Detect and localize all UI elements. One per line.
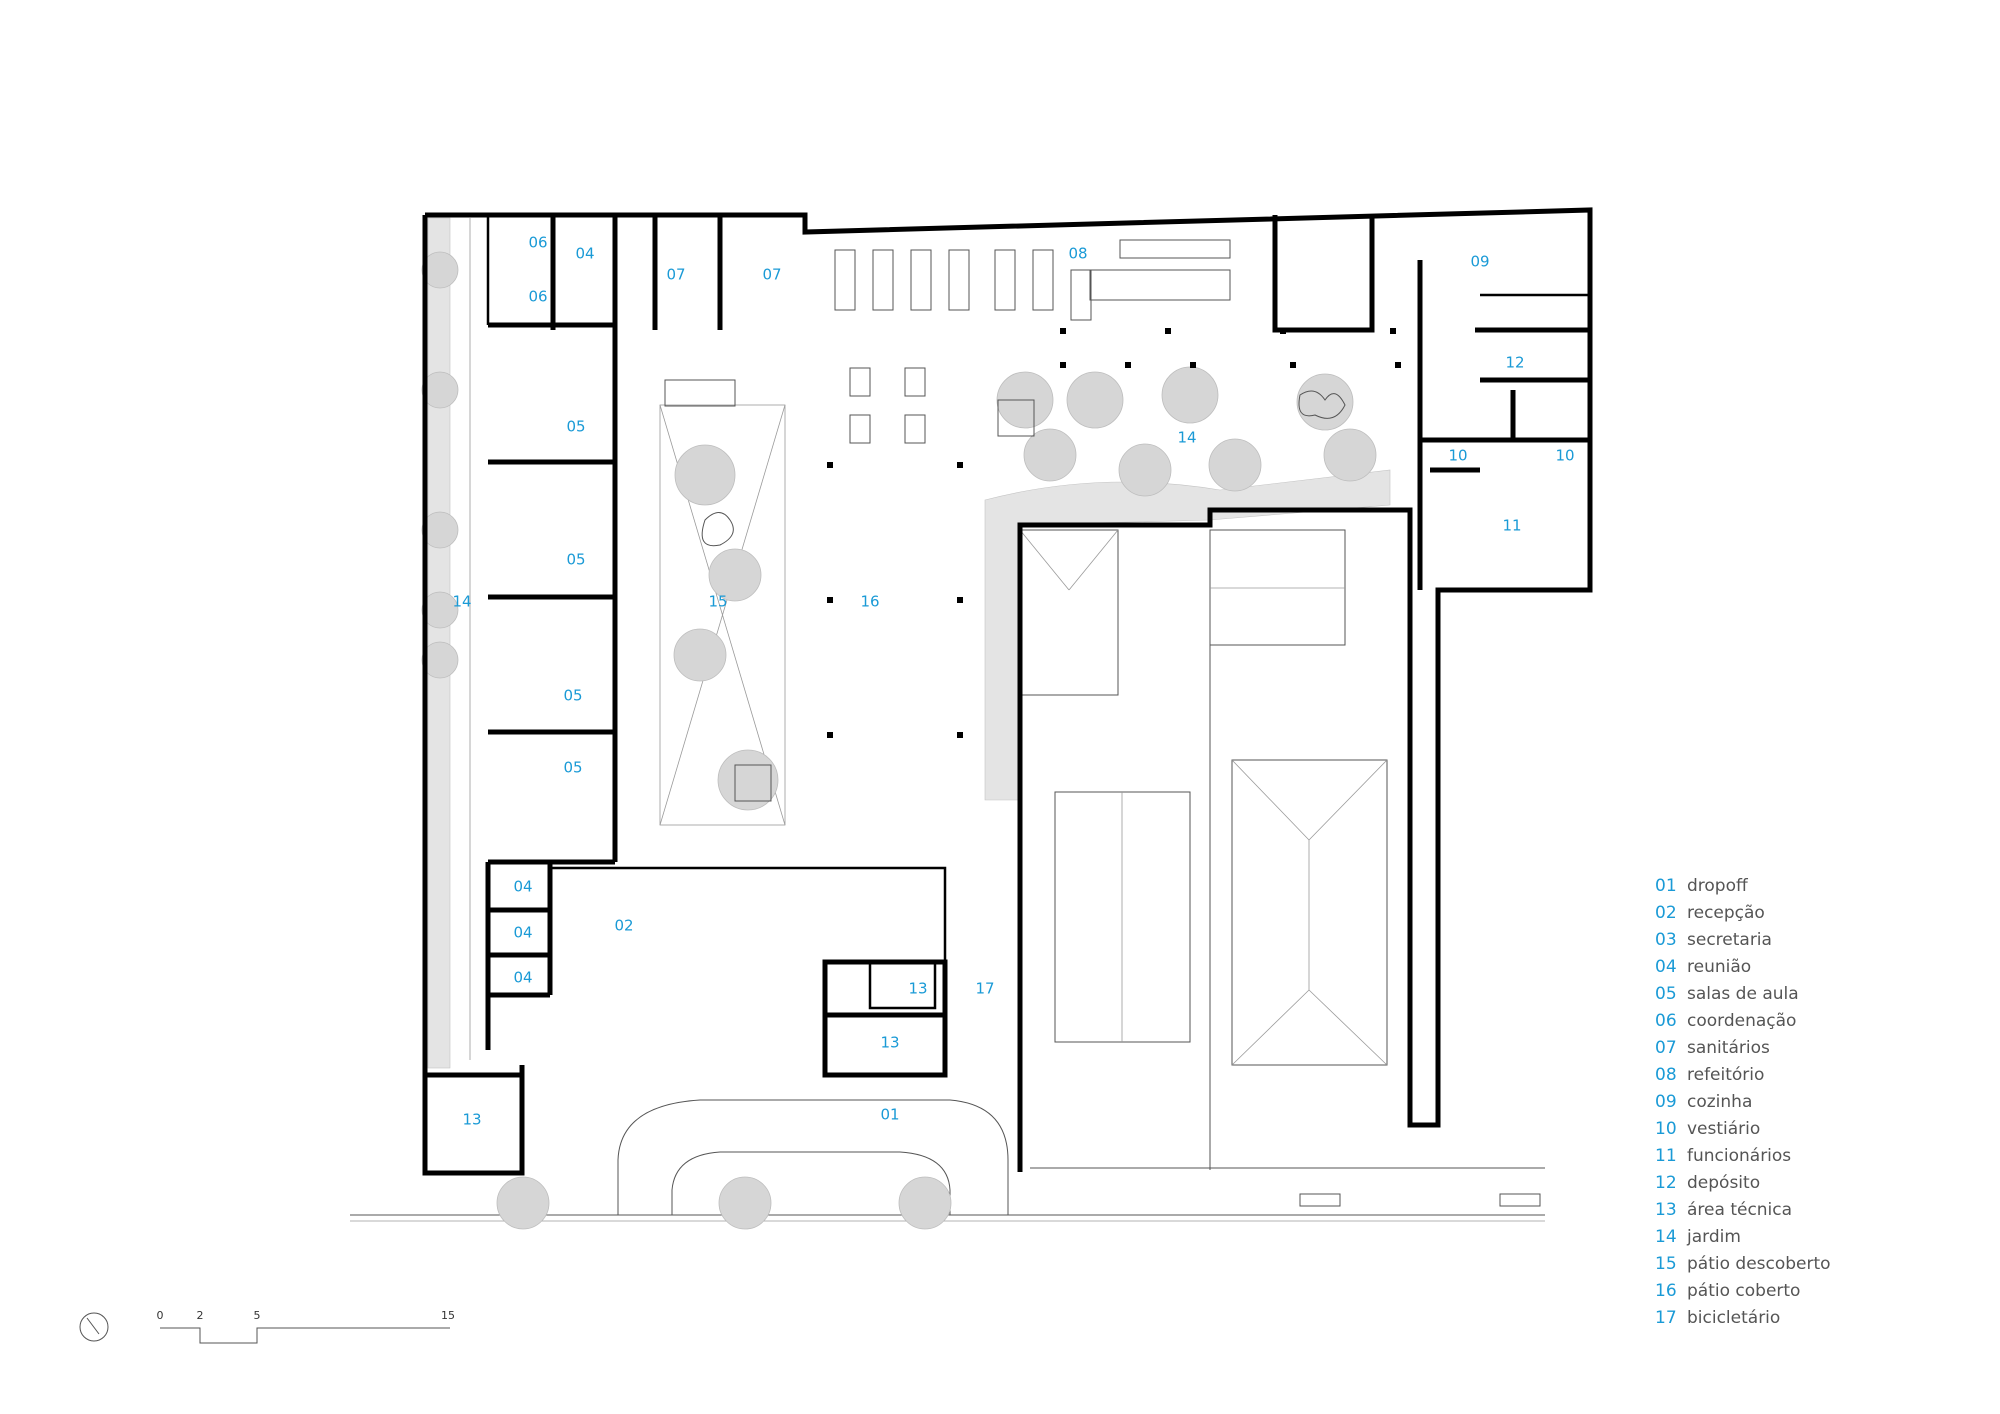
scale-bar: 0 2 5 15 bbox=[157, 1309, 455, 1344]
neighbour-roofs bbox=[1019, 529, 1388, 1170]
room-label-15: 15 bbox=[708, 593, 727, 611]
scale-tick-0: 0 bbox=[157, 1309, 164, 1322]
room-label-05d: 05 bbox=[563, 759, 582, 777]
legend: 01 dropoff 02 recepção 03 secretaria 04 reunião… bbox=[1655, 873, 1985, 1332]
room-label-05a: 05 bbox=[566, 418, 585, 436]
legend-item-label: bicicletário bbox=[1687, 1308, 1781, 1328]
legend-item-number: 12 bbox=[1655, 1173, 1677, 1193]
room-label-13b: 13 bbox=[880, 1034, 899, 1052]
room-label-07b: 07 bbox=[762, 266, 781, 284]
legend-item: 12 depósito bbox=[1655, 1170, 1985, 1197]
legend-item-number: 01 bbox=[1655, 876, 1677, 896]
legend-item-label: funcionários bbox=[1687, 1146, 1792, 1166]
legend-item-number: 07 bbox=[1655, 1038, 1677, 1058]
room-label-14-right: 14 bbox=[1177, 429, 1196, 447]
legend-item: 15 pátio descoberto bbox=[1655, 1251, 1985, 1278]
legend-item-label: vestiário bbox=[1687, 1119, 1761, 1139]
legend-item-label: cozinha bbox=[1687, 1092, 1753, 1112]
room-labels: 06 06 04 07 07 08 09 12 10 10 11 05 05 0… bbox=[452, 234, 1574, 1129]
street-trees bbox=[496, 1176, 952, 1230]
garden-hedge-left bbox=[421, 217, 471, 1069]
garden-hedge-right bbox=[984, 366, 1391, 801]
legend-item-number: 11 bbox=[1655, 1146, 1677, 1166]
legend-item: 14 jardim bbox=[1655, 1224, 1985, 1251]
legend-item-number: 06 bbox=[1655, 1011, 1677, 1031]
room-label-14-left: 14 bbox=[452, 593, 471, 611]
legend-item: 11 funcionários bbox=[1655, 1143, 1985, 1170]
room-label-13c: 13 bbox=[462, 1111, 481, 1129]
legend-item-label: pátio coberto bbox=[1687, 1281, 1801, 1301]
room-label-07a: 07 bbox=[666, 266, 685, 284]
legend-item-label: salas de aula bbox=[1687, 984, 1799, 1004]
legend-item-number: 10 bbox=[1655, 1119, 1677, 1139]
legend-item: 08 refeitório bbox=[1655, 1062, 1985, 1089]
patio-descoberto bbox=[659, 379, 786, 826]
room-label-10a: 10 bbox=[1448, 447, 1467, 465]
room-label-08: 08 bbox=[1068, 245, 1087, 263]
legend-item: 04 reunião bbox=[1655, 954, 1985, 981]
legend-item: 09 cozinha bbox=[1655, 1089, 1985, 1116]
room-label-09: 09 bbox=[1470, 253, 1489, 271]
legend-item-number: 03 bbox=[1655, 930, 1677, 950]
scale-tick-2: 2 bbox=[197, 1309, 204, 1322]
room-label-04c: 04 bbox=[513, 969, 532, 987]
legend-item-number: 13 bbox=[1655, 1200, 1677, 1220]
walls bbox=[422, 207, 1593, 1176]
legend-item: 10 vestiário bbox=[1655, 1116, 1985, 1143]
room-label-13a: 13 bbox=[908, 980, 927, 998]
legend-item-label: recepção bbox=[1687, 903, 1765, 923]
legend-item: 17 bicicletário bbox=[1655, 1305, 1985, 1332]
room-label-17: 17 bbox=[975, 980, 994, 998]
legend-item-number: 08 bbox=[1655, 1065, 1677, 1085]
room-label-11: 11 bbox=[1502, 517, 1521, 535]
legend-item: 07 sanitários bbox=[1655, 1035, 1985, 1062]
room-label-06a: 06 bbox=[528, 234, 547, 252]
legend-item-label: reunião bbox=[1687, 957, 1752, 977]
north-arrow-icon bbox=[79, 1312, 109, 1342]
legend-item-number: 04 bbox=[1655, 957, 1677, 977]
room-label-04a: 04 bbox=[513, 878, 532, 896]
legend-item-number: 15 bbox=[1655, 1254, 1677, 1274]
scale-tick-5: 5 bbox=[254, 1309, 261, 1322]
room-label-05b: 05 bbox=[566, 551, 585, 569]
room-label-04b: 04 bbox=[513, 924, 532, 942]
legend-item: 05 salas de aula bbox=[1655, 981, 1985, 1008]
refeitorio-tables bbox=[834, 239, 1231, 321]
room-label-04-top: 04 bbox=[575, 245, 594, 263]
legend-item: 16 pátio coberto bbox=[1655, 1278, 1985, 1305]
legend-item-label: coordenação bbox=[1687, 1011, 1797, 1031]
legend-item: 03 secretaria bbox=[1655, 927, 1985, 954]
legend-item-label: secretaria bbox=[1687, 930, 1772, 950]
legend-item-label: pátio descoberto bbox=[1687, 1254, 1831, 1274]
legend-item: 01 dropoff bbox=[1655, 873, 1985, 900]
room-label-01: 01 bbox=[880, 1106, 899, 1124]
room-label-16: 16 bbox=[860, 593, 879, 611]
legend-item-label: depósito bbox=[1687, 1173, 1761, 1193]
legend-item-number: 09 bbox=[1655, 1092, 1677, 1112]
legend-item-number: 14 bbox=[1655, 1227, 1677, 1247]
legend-item-number: 02 bbox=[1655, 903, 1677, 923]
legend-item-number: 16 bbox=[1655, 1281, 1677, 1301]
legend-item-label: dropoff bbox=[1687, 876, 1748, 896]
legend-item-label: jardim bbox=[1687, 1227, 1741, 1247]
room-label-05c: 05 bbox=[563, 687, 582, 705]
legend-item-number: 17 bbox=[1655, 1308, 1677, 1328]
legend-item-number: 05 bbox=[1655, 984, 1677, 1004]
legend-item-label: sanitários bbox=[1687, 1038, 1770, 1058]
legend-item: 02 recepção bbox=[1655, 900, 1985, 927]
room-label-10b: 10 bbox=[1555, 447, 1574, 465]
scale-tick-15: 15 bbox=[441, 1309, 455, 1322]
legend-item: 06 coordenação bbox=[1655, 1008, 1985, 1035]
room-label-12: 12 bbox=[1505, 354, 1524, 372]
room-label-06b: 06 bbox=[528, 288, 547, 306]
room-label-02: 02 bbox=[614, 917, 633, 935]
legend-item-label: área técnica bbox=[1687, 1200, 1793, 1220]
legend-item-label: refeitório bbox=[1687, 1065, 1765, 1085]
legend-item: 13 área técnica bbox=[1655, 1197, 1985, 1224]
